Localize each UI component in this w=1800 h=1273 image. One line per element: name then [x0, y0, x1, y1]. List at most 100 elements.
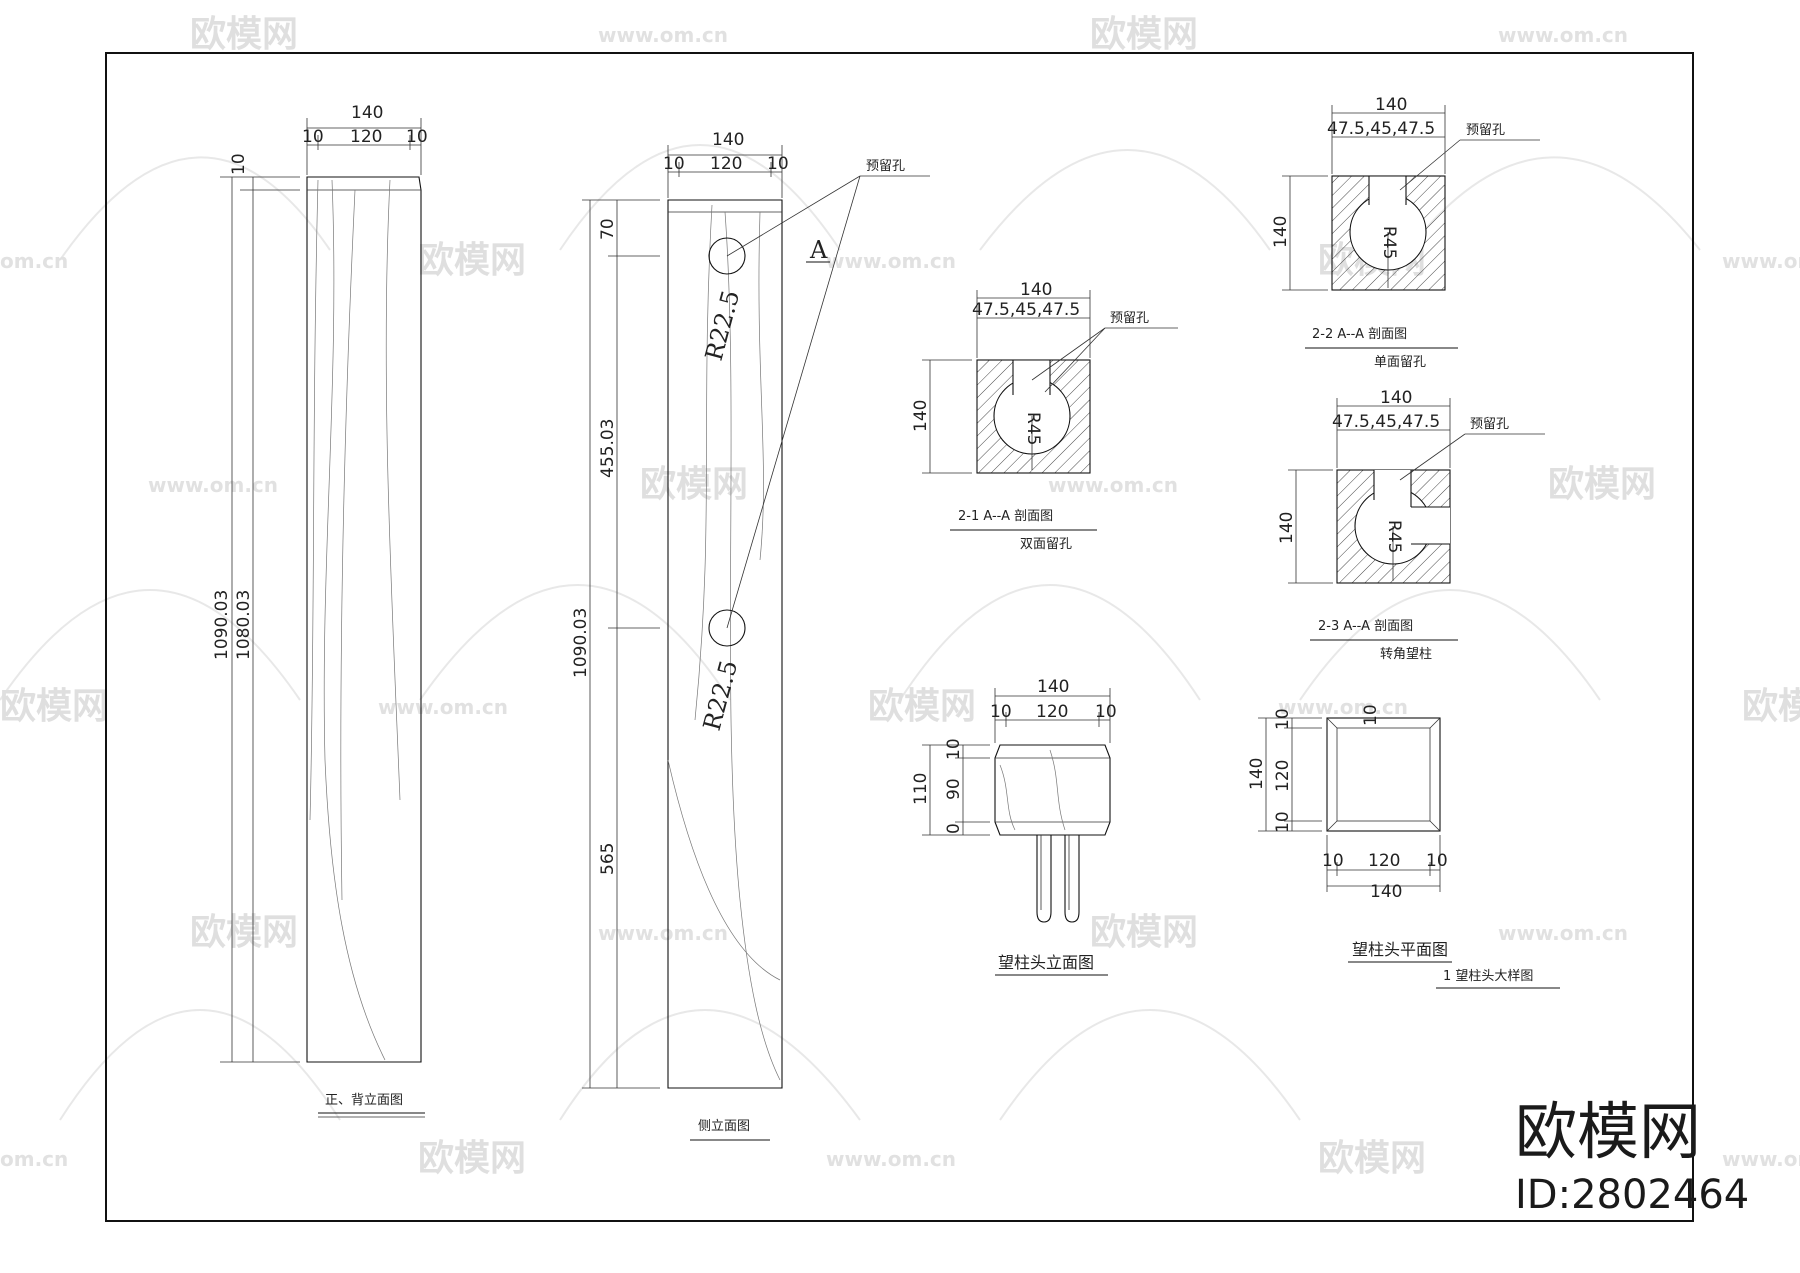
cap-dim-bottom: 0: [944, 823, 964, 834]
brand-stamp-id: ID:2802464: [1515, 1172, 1749, 1218]
plan-dim-left-h: 140: [1247, 758, 1267, 790]
side-dim-right: 10: [767, 154, 789, 174]
s21-dim-width: 140: [1020, 280, 1052, 300]
front-dim-left: 10: [302, 127, 324, 147]
s22-dim-height: 140: [1271, 216, 1291, 248]
cap-dim-height: 110: [911, 773, 931, 805]
side-radius-top: R22.5: [700, 287, 746, 363]
watermark-arcs: [0, 144, 1701, 1121]
watermark-url: www.om.cn: [1278, 695, 1408, 719]
s23-radius: R45: [1384, 520, 1404, 553]
watermark-brand: 欧模网: [418, 240, 526, 281]
s22-hole-label: 预留孔: [1466, 123, 1505, 138]
watermark-url: www.om.cn: [1048, 473, 1178, 497]
watermark-brand: 欧模网: [1318, 1138, 1426, 1179]
side-dim-seg2: 455.03: [598, 419, 618, 478]
watermark-url: www.om.cn: [1498, 23, 1628, 47]
side-dim-seg1: 70: [598, 218, 618, 240]
section-2-2: R45 预留孔 140 47.5,45,47.5 140 2-2 A--A 剖面…: [1271, 95, 1540, 370]
side-elevation: R22.5 R22.5 预留孔 A 140 10 120 10 70 455.0…: [571, 130, 930, 1141]
front-caption: 正、背立面图: [325, 1093, 403, 1108]
front-dim-width: 140: [351, 103, 383, 123]
brand-stamp: 欧模网 ID:2802464: [1515, 1095, 1749, 1218]
watermark-brand: 欧模网: [190, 912, 298, 953]
watermark-url: www.om.cn: [148, 473, 278, 497]
plan-dim-bottom-h: 10: [1273, 811, 1293, 833]
s23-dim-height: 140: [1277, 512, 1297, 544]
s23-caption: 2-3 A--A 剖面图: [1318, 619, 1413, 634]
watermark-url: om.cn: [0, 1147, 68, 1171]
cap-elevation: 140 10 120 10 110 10 90 0 望柱头立面图: [911, 677, 1117, 976]
s21-dim-parts: 47.5,45,47.5: [972, 300, 1080, 320]
brand-stamp-name: 欧模网: [1515, 1095, 1701, 1168]
watermark-url: www.om.cn: [826, 249, 956, 273]
drawing-border: [105, 52, 1694, 1222]
watermark-brand: 欧模网: [1548, 464, 1656, 505]
watermark-url: www.om.cn: [1498, 921, 1628, 945]
watermark-url: www.om.cn: [598, 921, 728, 945]
cap-plan-subcaption: 1 望柱头大样图: [1443, 968, 1533, 984]
watermark-brand: 欧模网: [418, 1138, 526, 1179]
s23-dim-parts: 47.5,45,47.5: [1332, 412, 1440, 432]
cap-dim-right: 10: [1095, 702, 1117, 722]
s21-hole-label: 预留孔: [1110, 311, 1149, 326]
watermark-brand: 欧模网: [1090, 14, 1198, 55]
s22-dim-width: 140: [1375, 95, 1407, 115]
section-2-1: R45 预留孔 140 47.5,45,47.5 140 2-1 A--A 剖面…: [911, 280, 1178, 552]
front-dim-right: 10: [406, 127, 428, 147]
plan-dim-bottom-left: 10: [1322, 851, 1344, 871]
cap-plan: 140 10 120 10 10 10 120 10 140 望柱头平面图 1 …: [1247, 704, 1560, 989]
plan-dim-bottom-mid: 120: [1368, 851, 1400, 871]
s23-subcaption: 转角望柱: [1380, 646, 1432, 662]
plan-dim-bottom-total: 140: [1370, 882, 1402, 902]
plan-dim-top-h: 10: [1273, 708, 1293, 730]
s21-subcaption: 双面留孔: [1020, 537, 1072, 552]
cap-plan-caption: 望柱头平面图: [1352, 940, 1448, 959]
watermark-brand: 欧模网: [190, 14, 298, 55]
side-section-mark: A: [809, 236, 828, 264]
watermark-url: www.om.cn: [378, 695, 508, 719]
watermark-url: www.om.cn: [598, 23, 728, 47]
cap-dim-width: 140: [1037, 677, 1069, 697]
watermark-brand: 欧模网: [640, 464, 748, 505]
s22-caption: 2-2 A--A 剖面图: [1312, 327, 1407, 342]
front-dim-top: 10: [229, 153, 249, 175]
watermark-url: www.om.cn: [826, 1147, 956, 1171]
s21-caption: 2-1 A--A 剖面图: [958, 509, 1053, 524]
side-dim-seg3: 565: [598, 843, 618, 875]
s22-radius: R45: [1379, 226, 1399, 259]
side-radius-bottom: R22.5: [698, 657, 744, 733]
s21-radius: R45: [1023, 412, 1043, 445]
s23-hole-label: 预留孔: [1470, 417, 1509, 432]
side-dim-total: 1090.03: [571, 608, 591, 678]
section-2-3: R45 预留孔 140 47.5,45,47.5 140 2-3 A--A 剖面…: [1277, 388, 1545, 662]
watermark-brand: 欧模网: [1742, 686, 1800, 727]
s21-dim-height: 140: [911, 400, 931, 432]
watermark-layer: 欧模网 www.om.cn 欧模网 www.om.cn om.cn 欧模网 ww…: [0, 14, 1800, 1179]
s22-dim-parts: 47.5,45,47.5: [1327, 119, 1435, 139]
front-dim-mid: 120: [350, 127, 382, 147]
watermark-brand: 欧模网: [1090, 912, 1198, 953]
side-dim-left: 10: [663, 154, 685, 174]
watermark-url: www.om.cn: [1722, 1147, 1800, 1171]
side-dim-width: 140: [712, 130, 744, 150]
cap-dim-mid-h: 90: [944, 778, 964, 800]
watermark-brand: 欧模网: [868, 686, 976, 727]
s23-dim-width: 140: [1380, 388, 1412, 408]
side-dim-mid: 120: [710, 154, 742, 174]
watermark-brand: 欧模网: [0, 686, 108, 727]
watermark-url: www.om.cn: [1722, 249, 1800, 273]
front-dim-height-inner: 1080.03: [234, 590, 254, 660]
front-elevation: 140 10 120 10 10 1090.03 1080.03 正、背立面图: [212, 103, 428, 1118]
cap-dim-top: 10: [944, 738, 964, 760]
cap-elevation-caption: 望柱头立面图: [998, 953, 1094, 972]
watermark-url: om.cn: [0, 249, 68, 273]
side-hole-label: 预留孔: [866, 159, 905, 174]
plan-dim-inner-top: 10: [1361, 704, 1381, 726]
front-dim-height-outer: 1090.03: [212, 590, 232, 660]
side-caption: 侧立面图: [698, 1119, 750, 1134]
cap-dim-mid: 120: [1036, 702, 1068, 722]
plan-dim-mid-h: 120: [1273, 760, 1293, 792]
s22-subcaption: 单面留孔: [1374, 355, 1426, 370]
